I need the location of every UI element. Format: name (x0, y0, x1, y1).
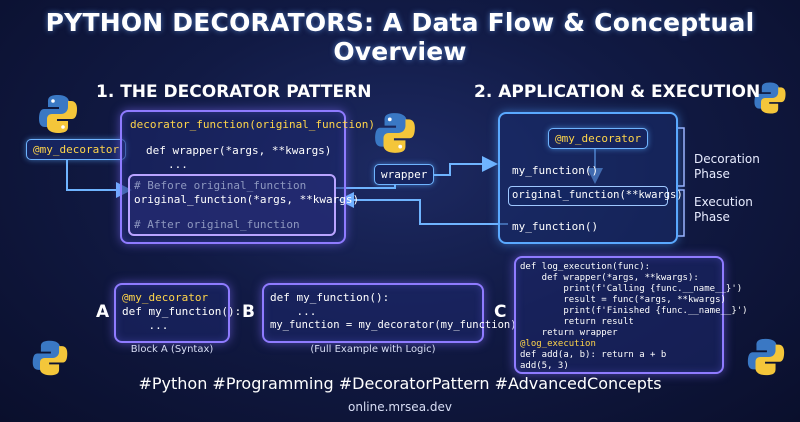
block-b-caption: (Full Example with Logic) (310, 344, 436, 355)
pattern-call: original_function(*args, **kwargs) (134, 193, 360, 206)
block-a-line-3: ... (122, 319, 169, 332)
block-c-line: print(f'Calling {func.__name__}') (520, 284, 743, 294)
decoration-phase-label: Decoration Phase (694, 152, 760, 181)
decorator-tag: @my_decorator (26, 139, 127, 160)
python-logo-icon (32, 340, 68, 376)
app-original-function: original_function(**kwargs) (512, 189, 683, 201)
python-logo-icon (375, 113, 415, 153)
python-logo-icon (754, 82, 786, 114)
hashtags: #Python #Programming #DecoratorPattern #… (138, 374, 662, 393)
app-decorator-tag: @my_decorator (548, 128, 649, 149)
pattern-header: decorator_function(original_function) (130, 118, 376, 131)
block-c-letter: C (494, 302, 507, 322)
block-a-line-2: def my_function(): (122, 305, 242, 318)
block-c-line: add(5, 3) (520, 361, 569, 371)
block-b-line-3: my_function = my_decorator(my_function) (270, 319, 517, 331)
pattern-before-comment: # Before original_function (134, 179, 307, 192)
block-a-panel: @my_decorator def my_function(): ... (114, 283, 241, 343)
block-c-line: print(f'Finished {func.__name__}') (520, 306, 748, 316)
block-a-caption: Block A (Syntax) (130, 344, 214, 355)
block-b-letter: B (242, 302, 255, 322)
app-my-function-execution: my_function() (512, 220, 599, 233)
block-b-line-1: def my_function(): (270, 291, 390, 304)
application-panel: @my_decorator my_function() original_fun… (498, 112, 683, 244)
block-c-line: def log_execution(func): (520, 262, 651, 272)
block-c-panel: def log_execution(func): def wrapper(*ar… (514, 256, 748, 374)
page-title: PYTHON DECORATORS: A Data Flow & Concept… (45, 8, 755, 66)
wrapper-tag: wrapper (374, 164, 435, 185)
block-b-panel: def my_function(): ... my_function = my_… (262, 283, 517, 343)
decorator-pattern-panel: decorator_function(original_function) de… (120, 110, 375, 244)
app-original-function-box: original_function(**kwargs) (508, 186, 683, 206)
block-a-letter: A (96, 302, 110, 322)
block-c-line: return wrapper (520, 328, 618, 338)
site-url: online.mrsea.dev (348, 400, 452, 414)
execution-phase-label: Execution Phase (694, 195, 753, 224)
section-title-application: 2. APPLICATION & EXECUTION (474, 82, 761, 102)
pattern-after-comment: # After original_function (134, 218, 300, 231)
block-b-line-2: ... (270, 305, 317, 318)
section-title-pattern: 1. THE DECORATOR PATTERN (96, 82, 372, 102)
pattern-def-wrapper: def wrapper(*args, **kwargs) (146, 144, 332, 157)
block-a-line-1: @my_decorator (122, 291, 209, 304)
python-logo-icon (747, 338, 785, 376)
block-c-line: return result (520, 317, 634, 327)
pattern-dots: ... (168, 158, 188, 171)
inner-call-box: # Before original_function original_func… (128, 174, 359, 236)
block-c-line: result = func(*args, **kwargs) (520, 295, 726, 305)
python-logo-icon (39, 95, 77, 133)
app-my-function-decoration: my_function() (512, 164, 599, 177)
block-c-line: def add(a, b): return a + b (520, 350, 667, 360)
block-c-line: def wrapper(*args, **kwargs): (520, 273, 699, 283)
block-c-line: @log_execution (520, 339, 596, 349)
